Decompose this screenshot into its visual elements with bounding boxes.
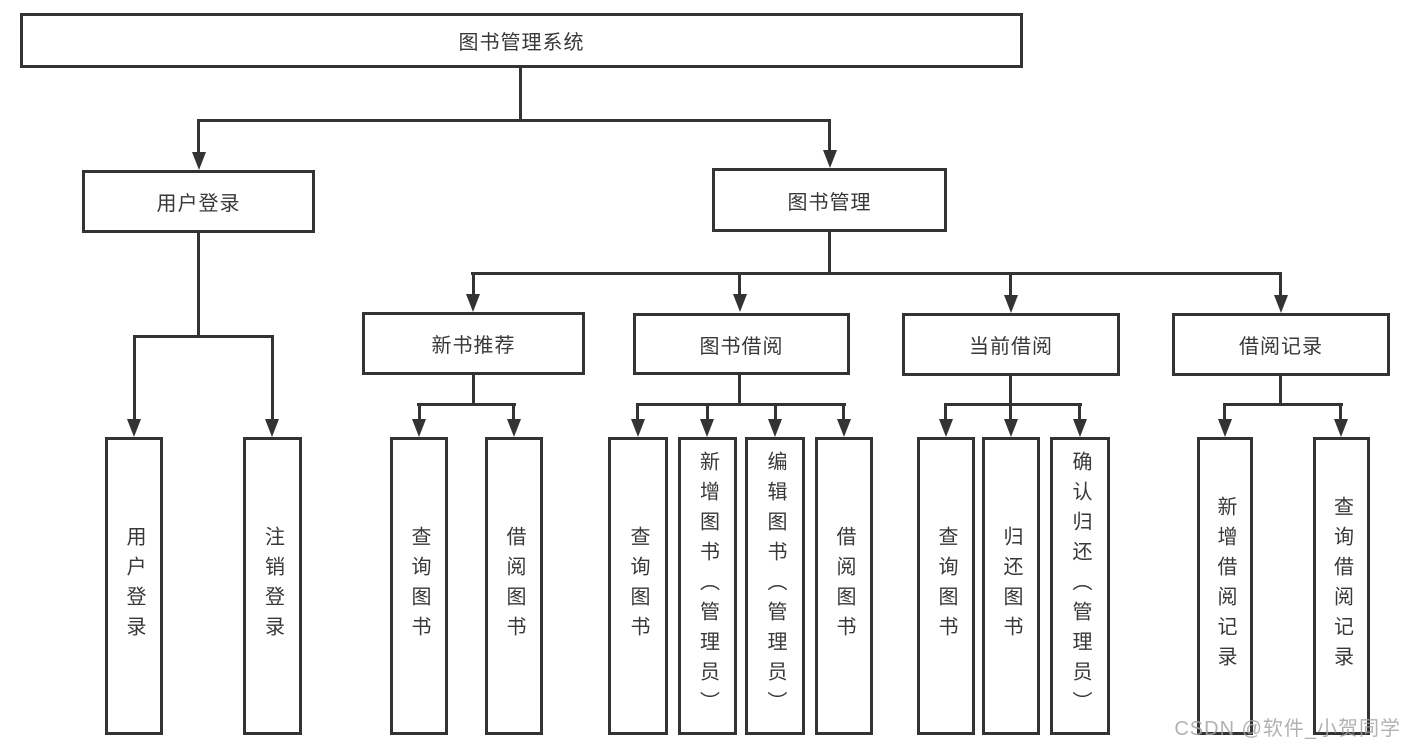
leaf-bb-add-books-admin-label: 新增图书（管理员）	[696, 451, 719, 721]
leaf-cb-confirm-return-admin: 确认归还（管理员）	[1050, 437, 1110, 735]
connector-stem-book-borrow	[738, 272, 741, 294]
arrow-bb-add	[700, 419, 714, 437]
leaf-logout: 注销登录	[243, 437, 302, 735]
node-root: 图书管理系统	[20, 13, 1023, 68]
leaf-cb-confirm-return-admin-label: 确认归还（管理员）	[1069, 451, 1091, 721]
leaf-nb-borrow-books-label: 借阅图书	[503, 526, 525, 646]
leaf-br-add-record: 新增借阅记录	[1197, 437, 1253, 735]
node-new-book: 新书推荐	[362, 312, 585, 375]
connector-current-borrow-branch	[944, 403, 1082, 406]
leaf-bb-add-books-admin: 新增图书（管理员）	[678, 437, 737, 735]
connector-stem-cb-query	[944, 403, 947, 419]
csdn-watermark: CSDN @软件_小贺同学	[1174, 718, 1401, 740]
leaf-bb-query-books: 查询图书	[608, 437, 668, 735]
connector-stem-bb-query	[636, 403, 639, 419]
leaf-nb-query-books-label: 查询图书	[408, 526, 430, 646]
arrow-cb-confirm	[1073, 419, 1087, 437]
leaf-cb-return-books: 归还图书	[982, 437, 1040, 735]
node-book-borrow-label: 图书借阅	[699, 335, 784, 358]
arrow-leaf-logout	[265, 419, 279, 437]
connector-stem-nb-borrow	[512, 403, 515, 419]
connector-stem-nb-query	[418, 403, 421, 419]
node-book-mgmt-label: 图书管理	[787, 191, 872, 214]
connector-current-borrow-drop	[1009, 376, 1012, 404]
connector-stem-leaf-login	[133, 335, 136, 419]
arrow-current-borrow	[1004, 295, 1018, 313]
connector-borrow-record-drop	[1279, 376, 1282, 404]
connector-stem-bb-add	[706, 403, 709, 419]
connector-new-book-drop	[472, 375, 475, 404]
arrow-borrow-record	[1274, 295, 1288, 313]
arrow-cb-return	[1004, 419, 1018, 437]
arrow-bb-borrow	[837, 419, 851, 437]
leaf-cb-query-books: 查询图书	[917, 437, 975, 735]
leaf-user-login-label: 用户登录	[123, 526, 145, 646]
leaf-cb-query-books-label: 查询图书	[935, 526, 957, 646]
leaf-bb-edit-books-admin: 编辑图书（管理员）	[745, 437, 805, 735]
arrow-bb-edit	[768, 419, 782, 437]
connector-book-mgmt-drop	[828, 232, 831, 272]
connector-stem-new-book	[472, 272, 475, 294]
leaf-user-login: 用户登录	[105, 437, 163, 735]
connector-stem-cb-confirm	[1078, 403, 1081, 419]
leaf-cb-return-books-label: 归还图书	[1000, 526, 1022, 646]
connector-new-book-branch	[417, 403, 516, 406]
leaf-nb-query-books: 查询图书	[390, 437, 448, 735]
leaf-nb-borrow-books: 借阅图书	[485, 437, 543, 735]
node-user-login-label: 用户登录	[156, 193, 241, 215]
leaf-br-add-record-label: 新增借阅记录	[1214, 496, 1236, 676]
connector-root-branch	[197, 119, 831, 122]
node-current-borrow: 当前借阅	[902, 313, 1120, 376]
connector-user-login-branch	[133, 335, 274, 338]
leaf-br-query-record: 查询借阅记录	[1313, 437, 1370, 735]
arrow-leaf-login	[127, 419, 141, 437]
connector-stem-book-mgmt	[828, 119, 831, 150]
node-new-book-label: 新书推荐	[431, 335, 516, 357]
connector-book-borrow-drop	[738, 375, 741, 404]
connector-book-borrow-branch	[636, 403, 846, 406]
connector-stem-user-login	[197, 119, 200, 152]
node-borrow-record-label: 借阅记录	[1239, 336, 1323, 358]
arrow-new-book	[466, 294, 480, 312]
leaf-bb-borrow-books: 借阅图书	[815, 437, 873, 735]
node-book-mgmt: 图书管理	[712, 168, 947, 232]
leaf-logout-label: 注销登录	[261, 526, 284, 646]
connector-stem-cb-return	[1009, 403, 1012, 419]
connector-user-login-drop	[197, 233, 200, 335]
connector-book-mgmt-branch	[471, 272, 1282, 275]
arrow-user-login	[192, 152, 206, 170]
connector-stem-borrow-record	[1279, 272, 1282, 295]
connector-stem-current-borrow	[1009, 272, 1012, 295]
arrow-nb-query	[412, 419, 426, 437]
connector-root-drop	[519, 68, 522, 119]
node-root-label: 图书管理系统	[458, 32, 585, 54]
node-borrow-record: 借阅记录	[1172, 313, 1390, 376]
leaf-br-query-record-label: 查询借阅记录	[1330, 496, 1353, 676]
leaf-bb-query-books-label: 查询图书	[627, 526, 649, 646]
arrow-bb-query	[631, 419, 645, 437]
connector-stem-leaf-logout	[271, 335, 274, 419]
arrow-cb-query	[939, 419, 953, 437]
leaf-bb-edit-books-admin-label: 编辑图书（管理员）	[764, 451, 786, 721]
connector-borrow-record-branch	[1223, 403, 1343, 406]
arrow-br-query	[1334, 419, 1348, 437]
arrow-book-borrow	[733, 294, 747, 312]
connector-stem-bb-edit	[774, 403, 777, 419]
connector-stem-br-add	[1223, 403, 1226, 419]
arrow-br-add	[1218, 419, 1232, 437]
leaf-bb-borrow-books-label: 借阅图书	[833, 526, 855, 646]
node-user-login: 用户登录	[82, 170, 315, 233]
node-current-borrow-label: 当前借阅	[969, 336, 1053, 358]
connector-stem-bb-borrow	[842, 403, 845, 419]
arrow-nb-borrow	[507, 419, 521, 437]
node-book-borrow: 图书借阅	[633, 313, 850, 375]
connector-stem-br-query	[1339, 403, 1342, 419]
arrow-book-mgmt	[823, 150, 837, 168]
